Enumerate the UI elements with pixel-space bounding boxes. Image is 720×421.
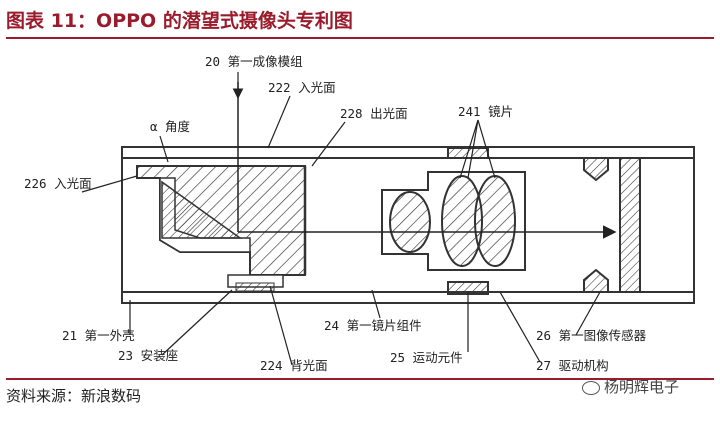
label-incident-surface-222: 222 入光面 [268,80,336,95]
figure-title: 图表 11：OPPO 的潜望式摄像头专利图 [6,10,353,32]
label-first-housing: 21 第一外壳 [62,328,135,343]
label-first-imaging-module: 20 第一成像模组 [205,54,303,69]
image-sensor [583,157,641,293]
title-rule [6,37,714,39]
leader-lines [81,72,601,366]
label-angle-alpha: α 角度 [150,119,191,134]
label-incident-surface-226: 226 入光面 [24,176,92,191]
source-note: 资料来源：新浪数码 [6,387,142,405]
label-first-lens-assembly: 24 第一镜片组件 [324,318,422,333]
label-first-image-sensor: 26 第一图像传感器 [536,328,647,343]
watermark-text: 杨明辉电子 [604,378,680,396]
optical-path [237,82,617,239]
diagram-labels: 20 第一成像模组 222 入光面 α 角度 228 出光面 241 镜片 22… [24,54,647,373]
label-exit-surface-228: 228 出光面 [340,106,408,121]
wechat-icon [582,380,600,395]
label-lens-241: 241 镜片 [458,104,513,119]
label-drive-mechanism: 27 驱动机构 [536,358,609,373]
watermark: 杨明辉电子 [582,376,679,397]
first-lens-assembly [381,147,526,295]
label-backlight-surface-224: 224 背光面 [260,358,328,373]
prism-holder [136,165,307,292]
footer-rule [6,378,714,380]
label-mounting-base: 23 安装座 [118,348,178,363]
label-moving-element: 25 运动元件 [390,350,463,365]
